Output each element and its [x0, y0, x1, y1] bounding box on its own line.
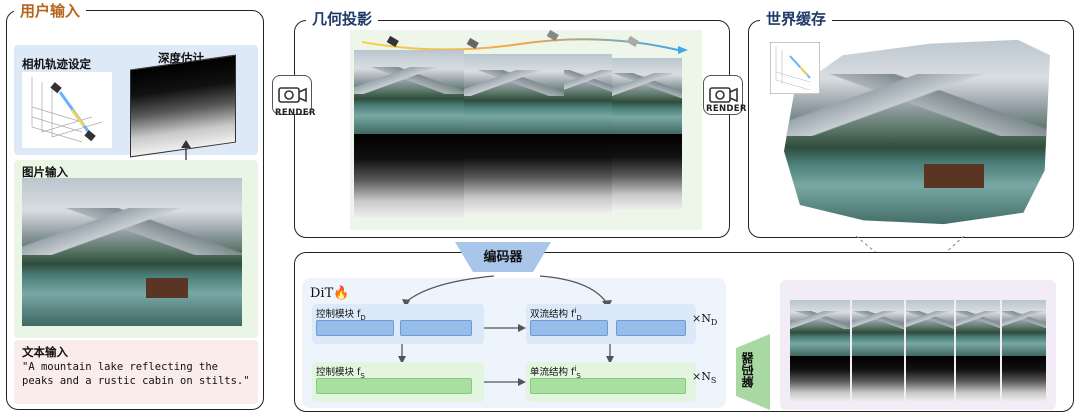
- decoder-shape: [736, 334, 770, 410]
- output-depth-2: [852, 356, 904, 402]
- user-input-title: 用户输入: [14, 2, 87, 20]
- text-input-box: [14, 340, 258, 404]
- output-frame-4: [956, 300, 1000, 356]
- output-depth-5: [1002, 356, 1046, 402]
- render-label-right: RENDER: [706, 104, 747, 114]
- pointcloud-cabin: [924, 164, 984, 188]
- render-camera-icon-right: [703, 75, 743, 115]
- single-stream-bar: [530, 378, 686, 394]
- text-prompt: "A mountain lake reflecting the peaks an…: [22, 361, 250, 387]
- encoder-label: 编码器: [483, 250, 523, 265]
- output-frame-5: [1002, 300, 1046, 356]
- dit-title: DiT🔥: [310, 286, 349, 301]
- text-input-label: 文本输入: [22, 345, 68, 359]
- encoder-shape: [455, 242, 551, 272]
- control-block-d-label: 控制模块 fD: [316, 309, 366, 322]
- projection-depth-3: [564, 134, 612, 214]
- control-block-s-label: 控制模块 fS: [316, 367, 365, 380]
- dual-stream-bar-1: [530, 320, 608, 336]
- camera-trajectory-label: 相机轨迹设定: [22, 57, 91, 71]
- output-frame-2: [852, 300, 904, 356]
- fire-icon: 🔥: [333, 286, 350, 301]
- output-frame-3: [906, 300, 954, 356]
- cabin-shape: [146, 278, 188, 298]
- projection-frame-2: [464, 54, 564, 134]
- world-cache-pointcloud: [784, 39, 1050, 225]
- dual-stream-block-label: 双流结构 fiD: [530, 306, 582, 322]
- render-label-left: RENDER: [275, 108, 316, 118]
- image-input-label: 图片输入: [22, 165, 68, 179]
- render-camera-icon-left: [272, 75, 312, 115]
- world-cache-title: 世界缓存: [760, 10, 833, 28]
- projection-depth-4: [612, 134, 682, 210]
- decoder-label: 解码器: [741, 352, 755, 388]
- control-block-s-bar: [316, 378, 472, 394]
- times-nd-label: ×ND: [692, 312, 718, 328]
- single-stream-block-label: 单流结构 fiS: [530, 364, 581, 380]
- dit-title-text: DiT: [310, 286, 334, 301]
- control-block-d-bar-2: [400, 320, 472, 336]
- world-cache-trajectory-icon: [770, 42, 820, 94]
- output-depth-4: [956, 356, 1000, 402]
- output-depth-1: [790, 356, 850, 402]
- times-ns-label: ×NS: [692, 370, 717, 386]
- input-photo: [22, 178, 242, 326]
- projection-depth-2: [464, 134, 564, 214]
- projection-depth-1: [354, 134, 464, 218]
- geometric-projection-title: 几何投影: [306, 10, 379, 28]
- camera-trajectory-grid-icon: [22, 72, 112, 148]
- projection-frame-4: [612, 58, 682, 134]
- dual-stream-bar-2: [616, 320, 686, 336]
- output-depth-3: [906, 356, 954, 402]
- projection-frame-3: [564, 54, 612, 134]
- projection-frame-1: [354, 50, 464, 134]
- trajectory-curve: [361, 30, 688, 54]
- control-block-d-bar-1: [316, 320, 394, 336]
- output-frame-1: [790, 300, 850, 356]
- dit-flow-arrows: [398, 275, 614, 386]
